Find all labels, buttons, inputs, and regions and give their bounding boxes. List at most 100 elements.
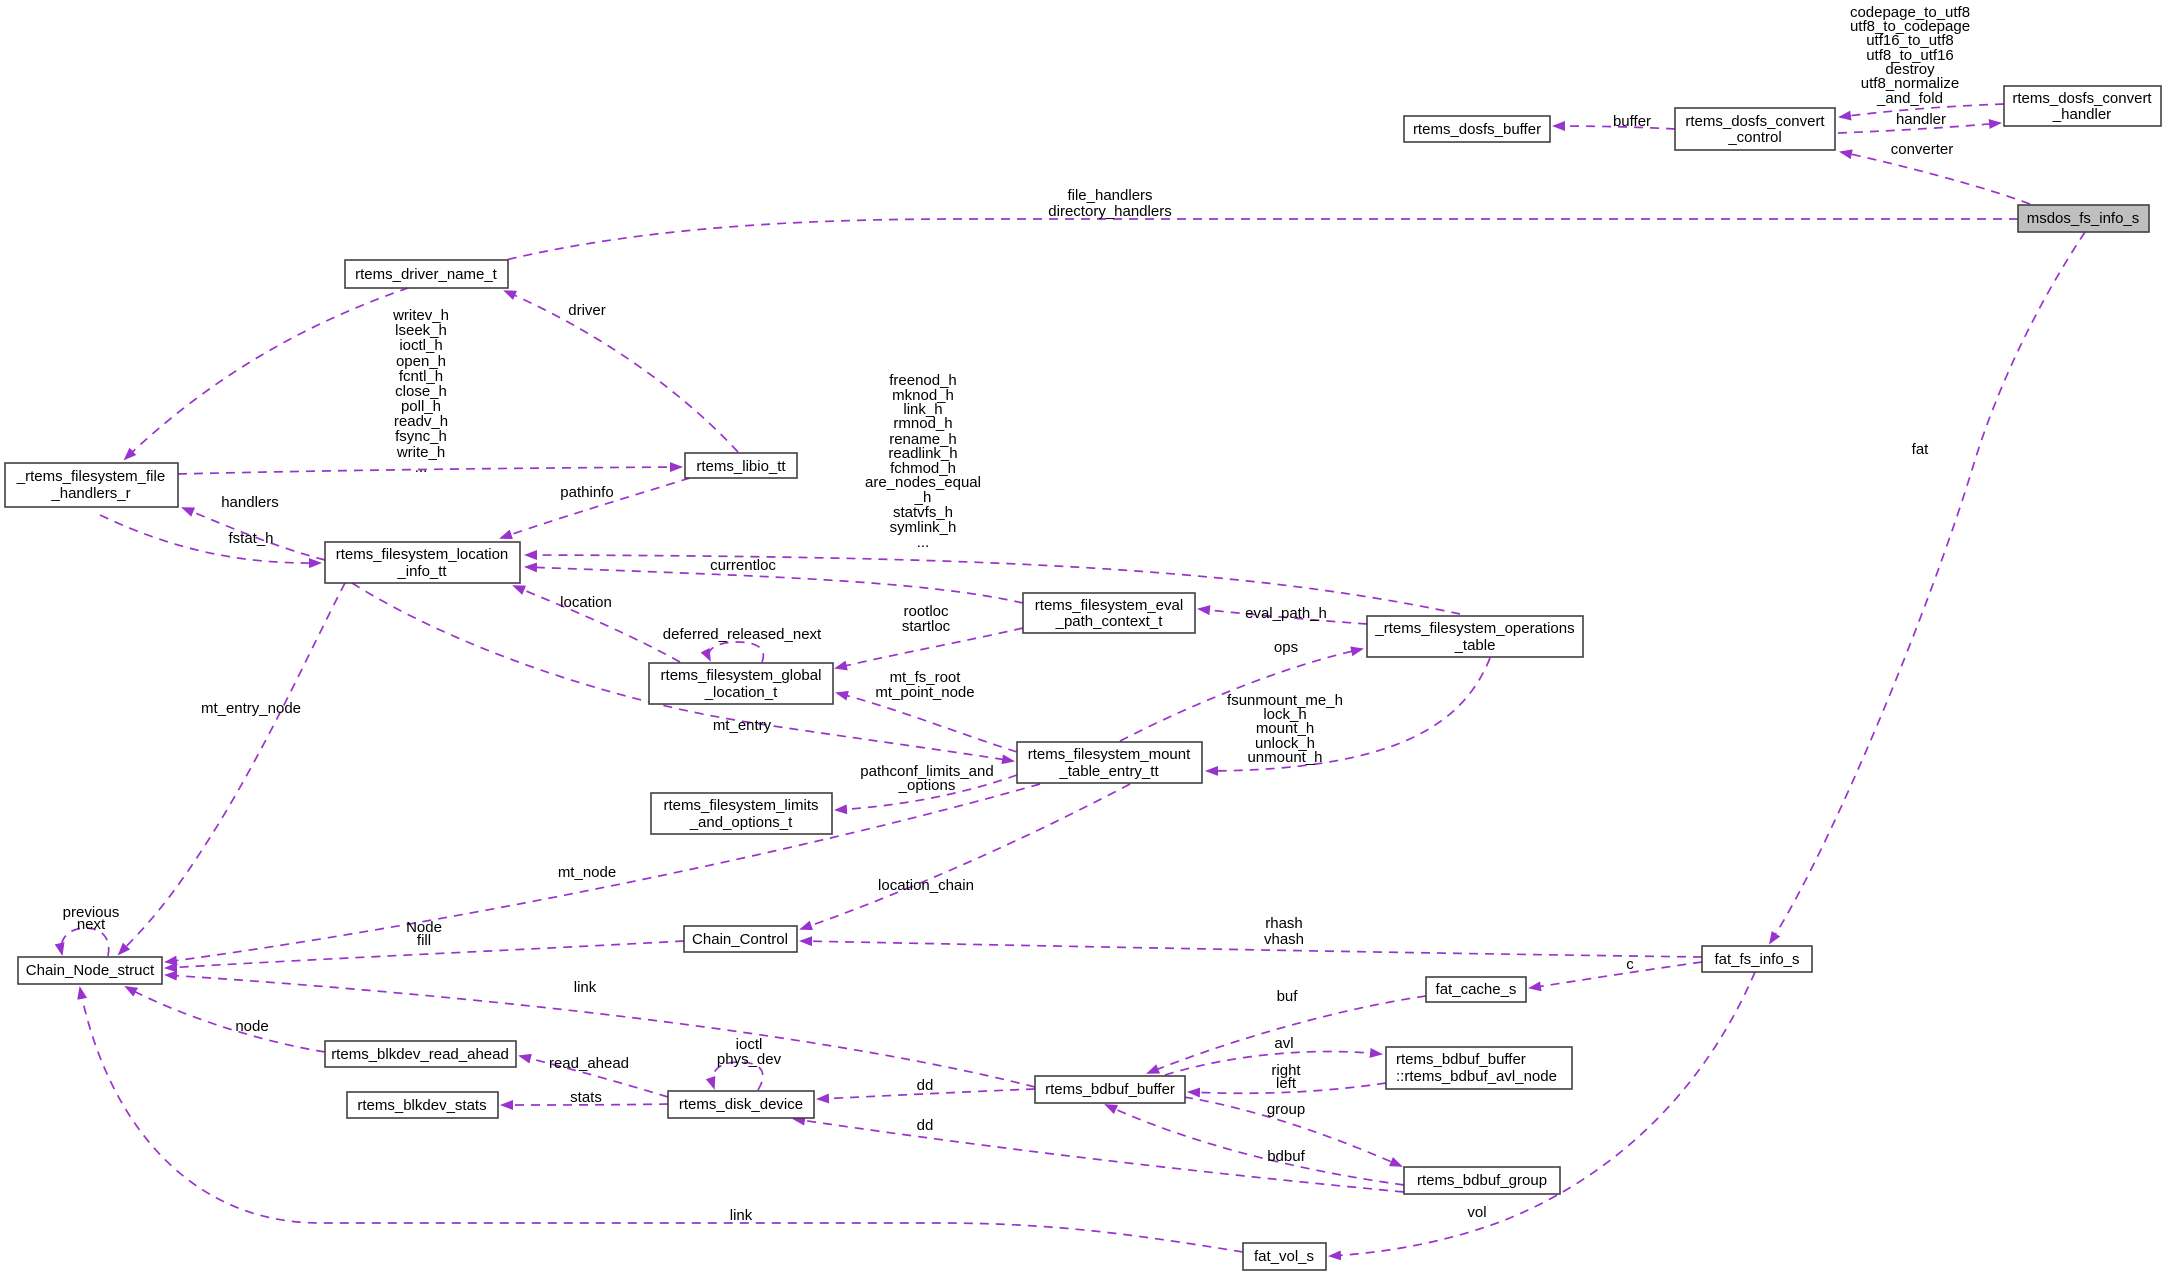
- edge-group: [1183, 1096, 1403, 1167]
- node-box[interactable]: [667, 1090, 815, 1119]
- node-box[interactable]: [324, 541, 521, 584]
- node-rtems-bdbuf-avl-node[interactable]: rtems_bdbuf_buffer ::rtems_bdbuf_avl_nod…: [1385, 1046, 1573, 1090]
- node-chain-node-struct[interactable]: Chain_Node_struct: [17, 956, 163, 985]
- edge-label-pathinfo: pathinfo: [560, 484, 613, 501]
- node-box[interactable]: [650, 792, 833, 835]
- edge-label-next: next: [77, 916, 106, 933]
- edge-label-link: link: [730, 1207, 753, 1224]
- node-rtems-bdbuf-group[interactable]: rtems_bdbuf_group: [1403, 1166, 1561, 1195]
- edge-libio-methods: [177, 462, 683, 475]
- node-rtems-filesystem-location-info-tt[interactable]: rtems_filesystem_location _info_tt: [324, 541, 521, 584]
- node-label: _info_tt: [396, 563, 447, 580]
- edge-rootloc: [834, 627, 1024, 671]
- edge-converter: [1839, 149, 2031, 205]
- node-fat-fs-info-s[interactable]: fat_fs_info_s: [1701, 945, 1813, 973]
- node-label: _and_options_t: [689, 814, 793, 831]
- node-box[interactable]: [648, 662, 834, 705]
- edge-dd-lower: [792, 1115, 1405, 1193]
- edge-mt-entry: [351, 582, 1015, 765]
- node-rtems-dosfs-buffer[interactable]: rtems_dosfs_buffer: [1403, 115, 1551, 143]
- node-label: fat_fs_info_s: [1714, 951, 1799, 968]
- node-rtems-filesystem-eval-path-context-t[interactable]: rtems_filesystem_eval _path_context_t: [1022, 592, 1196, 634]
- node-fat-cache-s[interactable]: fat_cache_s: [1425, 976, 1527, 1003]
- node-rtems-dosfs-convert-control[interactable]: rtems_dosfs_convert _control: [1674, 107, 1836, 151]
- node-rtems-filesystem-limits-and-options-t[interactable]: rtems_filesystem_limits _and_options_t: [650, 792, 833, 835]
- edge-label-convert-method: utf8_to_utf16: [1866, 47, 1954, 64]
- nodes: rtems_dosfs_buffer rtems_dosfs_convert _…: [4, 85, 2162, 1271]
- node-label: rtems_blkdev_read_ahead: [331, 1046, 509, 1063]
- edge-label-ops-method: freenod_h: [889, 372, 957, 389]
- node-box[interactable]: [684, 452, 798, 479]
- node-fat-vol-s[interactable]: fat_vol_s: [1242, 1242, 1327, 1271]
- node-box[interactable]: [4, 462, 179, 508]
- node-rtems-blkdev-stats[interactable]: rtems_blkdev_stats: [346, 1091, 499, 1119]
- node-chain-control[interactable]: Chain_Control: [683, 925, 798, 953]
- edge-label-avl: avl: [1274, 1035, 1293, 1052]
- edge-label-mt-point-node: mt_point_node: [875, 684, 974, 701]
- node-box[interactable]: [1403, 1166, 1561, 1195]
- edge-label-vhash: vhash: [1264, 931, 1304, 948]
- edge-label-read-ahead: read_ahead: [549, 1055, 629, 1072]
- node-rtems-filesystem-operations-table[interactable]: _rtems_filesystem_operations _table: [1366, 615, 1584, 658]
- node-box-highlighted[interactable]: [2017, 204, 2150, 233]
- edge-prev-next-loop: [54, 927, 110, 957]
- node-box[interactable]: [346, 1091, 499, 1119]
- edge-label-ops-method: are_nodes_equal: [865, 474, 981, 491]
- node-box[interactable]: [1016, 741, 1203, 784]
- edge-label-node: node: [235, 1018, 268, 1035]
- node-box[interactable]: [1022, 592, 1196, 634]
- node-box[interactable]: [1674, 107, 1836, 151]
- edge-eval-path-h: [1197, 605, 1368, 625]
- node-box[interactable]: [1701, 945, 1813, 973]
- node-label: rtems_filesystem_global: [661, 667, 822, 684]
- node-box[interactable]: [1425, 976, 1527, 1003]
- node-box[interactable]: [1366, 615, 1584, 658]
- node-rtems-filesystem-mount-table-entry-tt[interactable]: rtems_filesystem_mount _table_entry_tt: [1016, 741, 1203, 784]
- edge-label-startloc: startloc: [902, 618, 951, 635]
- node-box[interactable]: [1034, 1075, 1186, 1104]
- edge-label-mt-fs-root: mt_fs_root: [890, 669, 962, 686]
- node-label: rtems_libio_tt: [696, 458, 786, 475]
- edge-c: [1528, 961, 1703, 992]
- edge-label-libio-method: fcntl_h: [399, 368, 443, 385]
- node-label: _table: [1454, 637, 1496, 654]
- node-rtems-blkdev-read-ahead[interactable]: rtems_blkdev_read_ahead: [324, 1040, 517, 1068]
- node-box[interactable]: [1385, 1046, 1573, 1090]
- edge-label-mount-method: mount_h: [1256, 720, 1314, 737]
- node-rtems-driver-name-t[interactable]: rtems_driver_name_t: [344, 259, 509, 289]
- node-box[interactable]: [324, 1040, 517, 1068]
- node-rtems-libio-tt[interactable]: rtems_libio_tt: [684, 452, 798, 479]
- edge-label-directory-handlers: directory_handlers: [1048, 203, 1171, 220]
- edge-ops: [1119, 646, 1364, 742]
- node-rtems-dosfs-convert-handler[interactable]: rtems_dosfs_convert _handler: [2003, 85, 2162, 127]
- node-rtems-filesystem-file-handlers-r[interactable]: _rtems_filesystem_file _handlers_r: [4, 462, 179, 508]
- edge-label-libio-method: close_h: [395, 383, 447, 400]
- node-box[interactable]: [2003, 85, 2162, 127]
- node-rtems-bdbuf-buffer[interactable]: rtems_bdbuf_buffer: [1034, 1075, 1186, 1104]
- edge-mt-node: [164, 783, 1041, 966]
- node-msdos-fs-info-s[interactable]: msdos_fs_info_s: [2017, 204, 2150, 233]
- edge-label-ops-method: statvfs_h: [893, 504, 953, 521]
- edge-label-previous: previous: [63, 904, 120, 921]
- edge-node: [124, 986, 326, 1053]
- edge-label-link: link: [574, 979, 597, 996]
- node-box[interactable]: [1242, 1242, 1327, 1271]
- node-rtems-filesystem-global-location-t[interactable]: rtems_filesystem_global _location_t: [648, 662, 834, 705]
- node-box[interactable]: [344, 259, 509, 289]
- node-label: rtems_filesystem_location: [336, 546, 509, 563]
- edge-label-eval-path-h: eval_path_h: [1245, 605, 1327, 622]
- edge-label-ops-method: symlink_h: [890, 519, 957, 536]
- edge-label-node-member: Node: [406, 919, 442, 936]
- node-label: _rtems_filesystem_file: [16, 468, 165, 485]
- node-rtems-disk-device[interactable]: rtems_disk_device: [667, 1090, 815, 1119]
- edge-convert-methods: [1838, 103, 2005, 121]
- edge-label-mt-node: mt_node: [558, 864, 616, 881]
- node-box[interactable]: [17, 956, 163, 985]
- edge-label-ops-method: rename_h: [889, 431, 957, 448]
- node-box[interactable]: [683, 925, 798, 953]
- edge-label-convert-method: codepage_to_utf8: [1850, 4, 1970, 21]
- edge-label-rhash: rhash: [1265, 915, 1303, 932]
- edge-label-ops-method: mknod_h: [892, 387, 954, 404]
- node-box[interactable]: [1403, 115, 1551, 143]
